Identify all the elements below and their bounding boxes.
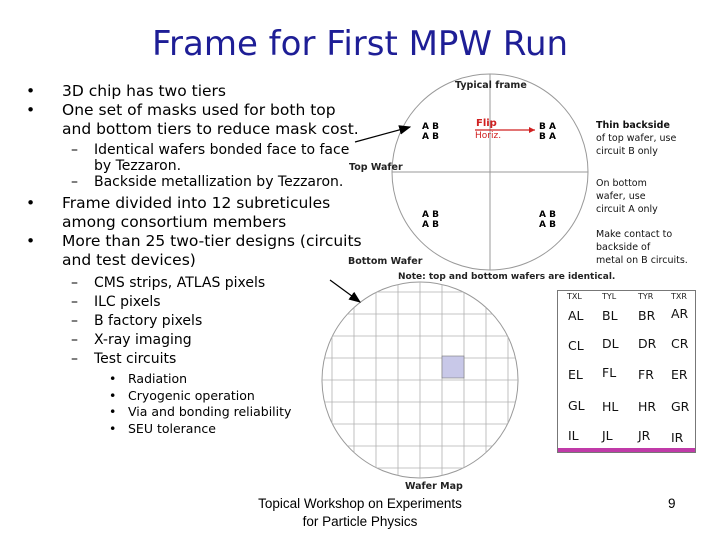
sub-bullet-text: Backside metallization by Tezzaron. bbox=[94, 174, 344, 190]
table-bottom-bar bbox=[558, 448, 695, 452]
table-header: TXR bbox=[671, 292, 687, 301]
typical-frame-label: Typical frame bbox=[455, 80, 527, 91]
arrow-to-top-wafer bbox=[354, 125, 412, 143]
top-wafer-label: Top Wafer bbox=[349, 162, 403, 173]
sub-bullet-item: –X-ray imaging bbox=[26, 331, 366, 350]
table-cell: JR bbox=[638, 428, 651, 443]
sub-bullet-item: –Identical wafers bonded face to face by… bbox=[26, 142, 366, 174]
subreticule-table: TXL TYL TYR TXR AL BL BR AR CL DL DR CR … bbox=[557, 290, 696, 453]
bullet-dot-icon: • bbox=[26, 101, 36, 119]
note-thin-backside: Thin backside of top wafer, use circuit … bbox=[596, 120, 677, 157]
table-cell: GL bbox=[568, 398, 585, 413]
sub-sub-bullet-item: • Cryogenic operation bbox=[26, 388, 366, 405]
sub-sub-bullet-text: SEU tolerance bbox=[128, 420, 216, 436]
sub-bullet-text: CMS strips, ATLAS pixels bbox=[94, 275, 266, 291]
table-cell: ER bbox=[671, 367, 688, 382]
table-cell: AL bbox=[568, 308, 584, 323]
bullet-text: 3D chip has two tiers bbox=[62, 82, 226, 100]
dash-icon: – bbox=[71, 174, 78, 190]
flip-arrow-head-icon bbox=[529, 127, 535, 133]
note-bottom-wafer: On bottom wafer, use circuit A only bbox=[596, 178, 658, 215]
bullet-dot-icon: • bbox=[26, 232, 36, 250]
dash-icon: – bbox=[71, 332, 78, 348]
bullet-text: One set of masks used for both top and b… bbox=[62, 101, 359, 138]
table-cell: BL bbox=[602, 308, 618, 323]
table-cell: IL bbox=[568, 428, 579, 443]
sub-bullet-text: Identical wafers bonded face to face by … bbox=[94, 142, 350, 174]
table-header: TYL bbox=[602, 292, 617, 301]
dash-icon: – bbox=[71, 275, 78, 291]
sub-bullet-text: B factory pixels bbox=[94, 313, 203, 329]
sub-bullet-text: Test circuits bbox=[94, 351, 177, 367]
dash-icon: – bbox=[71, 294, 78, 310]
table-cell: FR bbox=[638, 367, 654, 382]
flip-label: Flip bbox=[476, 118, 497, 129]
table-header: TXL bbox=[567, 292, 582, 301]
sub-sub-bullet-item: • SEU tolerance bbox=[26, 421, 366, 438]
page-number: 9 bbox=[668, 496, 676, 511]
table-cell: HR bbox=[638, 399, 657, 414]
table-header: TYR bbox=[638, 292, 654, 301]
table-cell: CR bbox=[671, 336, 689, 351]
table-cell: IR bbox=[671, 430, 684, 445]
bullet-item: • Frame divided into 12 subreticules amon… bbox=[26, 194, 366, 232]
table-cell: HL bbox=[602, 399, 619, 414]
bullet-item: • One set of masks used for both top and … bbox=[26, 101, 366, 139]
sub-sub-bullet-item: • Radiation bbox=[26, 371, 366, 388]
bullet-item: • More than 25 two-tier designs (circuits… bbox=[26, 232, 366, 270]
bullet-dot-icon: • bbox=[26, 82, 36, 100]
table-cell: CL bbox=[568, 338, 584, 353]
sub-bullet-text: ILC pixels bbox=[94, 294, 161, 310]
bullet-dot-icon: • bbox=[26, 194, 36, 212]
table-cell: AR bbox=[671, 306, 689, 321]
dash-icon: – bbox=[71, 142, 78, 158]
bullet-text: More than 25 two-tier designs (circuits … bbox=[62, 232, 362, 269]
arrow-to-wafer-map bbox=[329, 279, 361, 303]
bullet-dot-icon: • bbox=[109, 387, 117, 403]
bullet-dot-icon: • bbox=[109, 404, 117, 419]
bullet-item: • 3D chip has two tiers bbox=[26, 82, 366, 101]
table-cell: BR bbox=[638, 308, 656, 323]
table-cell: DR bbox=[638, 336, 657, 351]
table-cell: EL bbox=[568, 367, 583, 382]
sub-sub-bullet-item: • Via and bonding reliability bbox=[26, 404, 366, 421]
bullet-text: Frame divided into 12 subreticules among… bbox=[62, 194, 331, 231]
bottom-wafer-label: Bottom Wafer bbox=[348, 256, 423, 267]
dash-icon: – bbox=[71, 313, 78, 329]
wafer-map-grid bbox=[322, 282, 518, 478]
bullet-dot-icon: • bbox=[109, 371, 117, 386]
bullet-list: • 3D chip has two tiers • One set of masks… bbox=[26, 82, 366, 437]
dash-icon: – bbox=[71, 351, 78, 367]
sub-sub-bullet-text: Cryogenic operation bbox=[128, 387, 255, 403]
slide-title: Frame for First MPW Run bbox=[151, 24, 569, 64]
table-cell: JL bbox=[602, 428, 613, 443]
highlighted-reticule bbox=[441, 355, 465, 379]
sub-sub-bullet-text: Via and bonding reliability bbox=[128, 404, 292, 419]
wafer-map-label: Wafer Map bbox=[405, 481, 463, 492]
table-cell: DL bbox=[602, 336, 619, 351]
sub-bullet-item: –Test circuits bbox=[26, 350, 366, 369]
sub-bullet-item: –B factory pixels bbox=[26, 312, 366, 331]
horiz-label: Horiz. bbox=[475, 131, 502, 141]
sub-bullet-text: X-ray imaging bbox=[94, 332, 192, 348]
note-contact: Make contact to backside of metal on B c… bbox=[596, 229, 688, 266]
sub-bullet-item: –Backside metallization by Tezzaron. bbox=[26, 174, 366, 190]
table-cell: GR bbox=[671, 399, 690, 414]
sub-sub-bullet-text: Radiation bbox=[128, 371, 188, 386]
table-cell: FL bbox=[602, 365, 617, 380]
bullet-dot-icon: • bbox=[109, 420, 117, 436]
sub-bullet-item: –ILC pixels bbox=[26, 293, 366, 312]
identical-note: Note: top and bottom wafers are identica… bbox=[398, 272, 616, 282]
sub-bullet-item: –CMS strips, ATLAS pixels bbox=[26, 274, 366, 293]
footer-text: Topical Workshop on Experiments for Part… bbox=[258, 496, 462, 529]
